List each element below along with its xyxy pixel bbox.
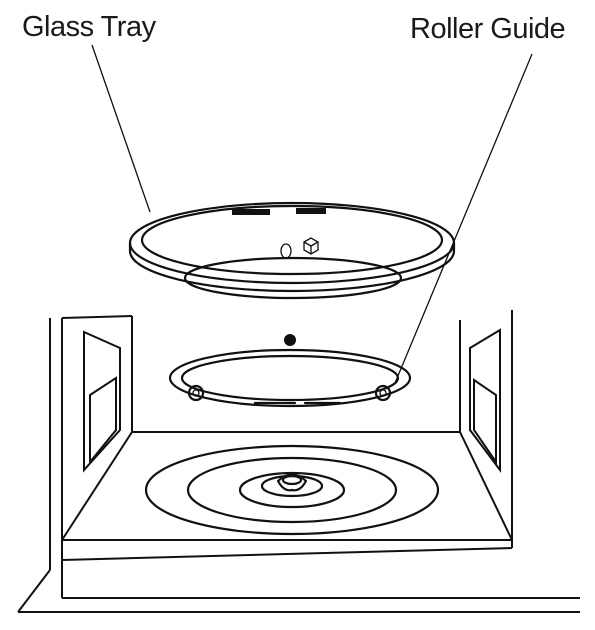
roller-wheel-left [187, 384, 205, 402]
tray-mark-left [232, 209, 270, 215]
leader-line-roller-guide [394, 53, 533, 384]
tray-symbol-egg [280, 243, 292, 259]
glass-tray [128, 201, 456, 300]
label-glass-tray: Glass Tray [22, 11, 157, 43]
tray-symbol-cube [303, 237, 319, 255]
roller-guide-hub [284, 334, 296, 346]
leader-line-glass-tray [91, 44, 151, 213]
roller-guide-ring [168, 334, 412, 408]
label-roller-guide: Roller Guide [410, 13, 565, 45]
tray-mark-right [296, 208, 326, 214]
oven-cavity [17, 310, 580, 613]
turntable-coupler [144, 444, 440, 536]
roller-wheel-right [374, 384, 392, 402]
